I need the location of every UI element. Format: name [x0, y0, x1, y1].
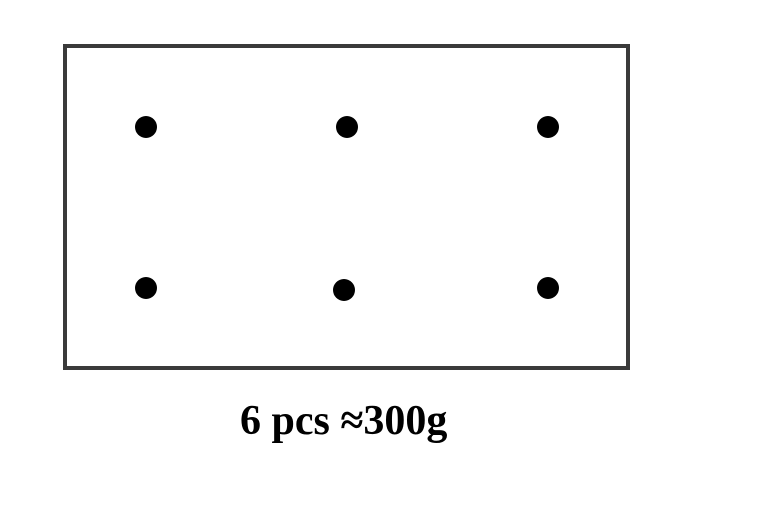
piece-dot: [333, 279, 355, 301]
piece-dot: [537, 116, 559, 138]
quantity-weight-label: 6 pcs ≈300g: [240, 398, 448, 444]
piece-dot: [135, 116, 157, 138]
piece-dot: [135, 277, 157, 299]
tray-outline: [63, 44, 630, 370]
pieces-group: [135, 116, 559, 301]
piece-dot: [336, 116, 358, 138]
piece-dot: [537, 277, 559, 299]
